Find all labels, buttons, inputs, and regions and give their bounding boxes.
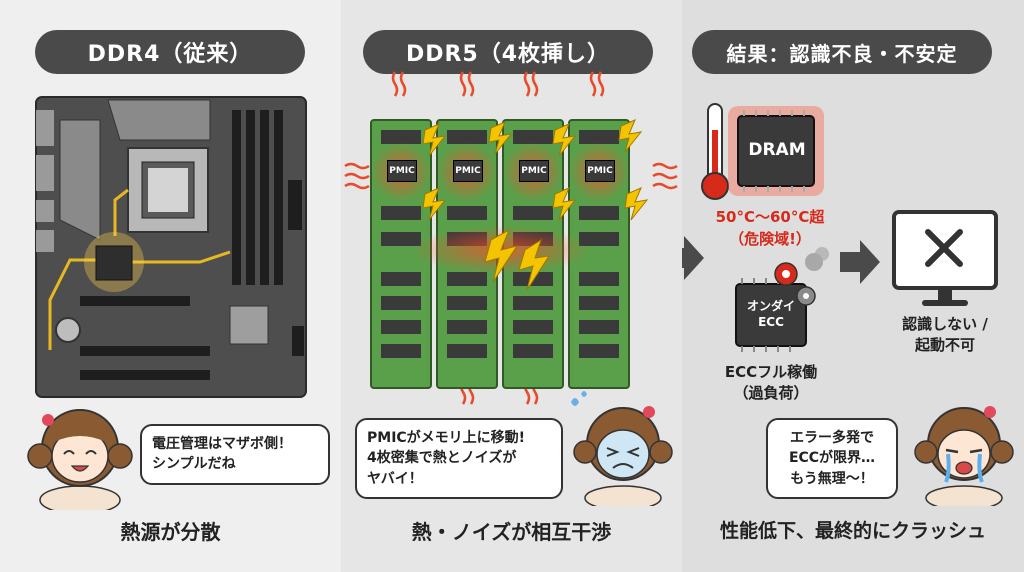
- panel-ddr5: DDR5（4枚挿し）: [341, 0, 682, 572]
- ddr4-bubble-line-1: 電圧管理はマザボ側！: [152, 436, 292, 452]
- ddr4-speech-bubble: 電圧管理はマザボ側！ シンプルだね: [140, 424, 330, 485]
- result-title: 結果：認識不良・不安定: [692, 30, 992, 74]
- ddr5-bubble-line-2: 4枚密集で熱とノイズが: [367, 450, 517, 467]
- girl-character-crying: [914, 406, 1014, 506]
- ddr4-bubble-line-2: シンプルだね: [152, 456, 236, 473]
- girl-character-happy: [27, 409, 133, 510]
- temperature-text: 50°C〜60°C超: [715, 208, 825, 226]
- ddr5-bubble-line-1: PMICがメモリ上に移動!: [367, 430, 526, 446]
- panel-ddr4: DDR4（従来）: [0, 0, 341, 572]
- monitor-status-line-1: 認識しない /: [902, 315, 988, 333]
- monitor-status-text: 認識しない / 起動不可: [882, 314, 1008, 356]
- ecc-chip-label-line-1: オンダイ: [746, 299, 795, 313]
- pmic-chip-2: PMIC: [453, 160, 483, 182]
- ddr4-title: DDR4（従来）: [35, 30, 305, 74]
- ddr5-speech-bubble: PMICがメモリ上に移動! 4枚密集で熱とノイズが ヤバイ！: [355, 418, 563, 499]
- pmic-chip-4: PMIC: [585, 160, 615, 182]
- monitor-status-line-2: 起動不可: [914, 336, 975, 354]
- ddr5-caption: 熱・ノイズが相互干渉: [411, 520, 612, 544]
- ecc-status-text: ECCフル稼働 （過負荷）: [696, 362, 846, 404]
- result-bubble-line-2: ECCが限界…: [788, 450, 876, 467]
- pmic-chip-3: PMIC: [519, 160, 549, 182]
- temperature-note: （危険域!）: [729, 230, 811, 248]
- ddr4-caption: 熱源が分散: [120, 520, 221, 544]
- result-bubble-line-1: エラー多発で: [790, 430, 874, 446]
- ecc-chip-label-line-2: ECC: [758, 315, 784, 330]
- ecc-status-line-2: （過負荷）: [733, 384, 809, 402]
- ecc-chip-label: オンダイ ECC: [736, 298, 806, 330]
- pmic-chip-1: PMIC: [387, 160, 417, 182]
- motherboard-illustration: [35, 96, 307, 398]
- dram-chip-label: DRAM: [748, 140, 806, 160]
- panel-result: 結果：認識不良・不安定: [682, 0, 1024, 572]
- ecc-status-line-1: ECCフル稼働: [724, 363, 818, 381]
- result-illustrations: [682, 103, 998, 352]
- result-speech-bubble: エラー多発で ECCが限界… もう無理〜！: [766, 418, 898, 499]
- ddr5-modules-illustration: [344, 71, 678, 405]
- girl-character-distressed: [571, 391, 673, 506]
- result-caption: 性能低下、最終的にクラッシュ: [719, 520, 986, 542]
- ddr5-bubble-line-3: ヤバイ！: [367, 470, 423, 487]
- result-bubble-line-3: もう無理〜！: [790, 470, 874, 487]
- ddr5-title: DDR5（4枚挿し）: [363, 30, 653, 74]
